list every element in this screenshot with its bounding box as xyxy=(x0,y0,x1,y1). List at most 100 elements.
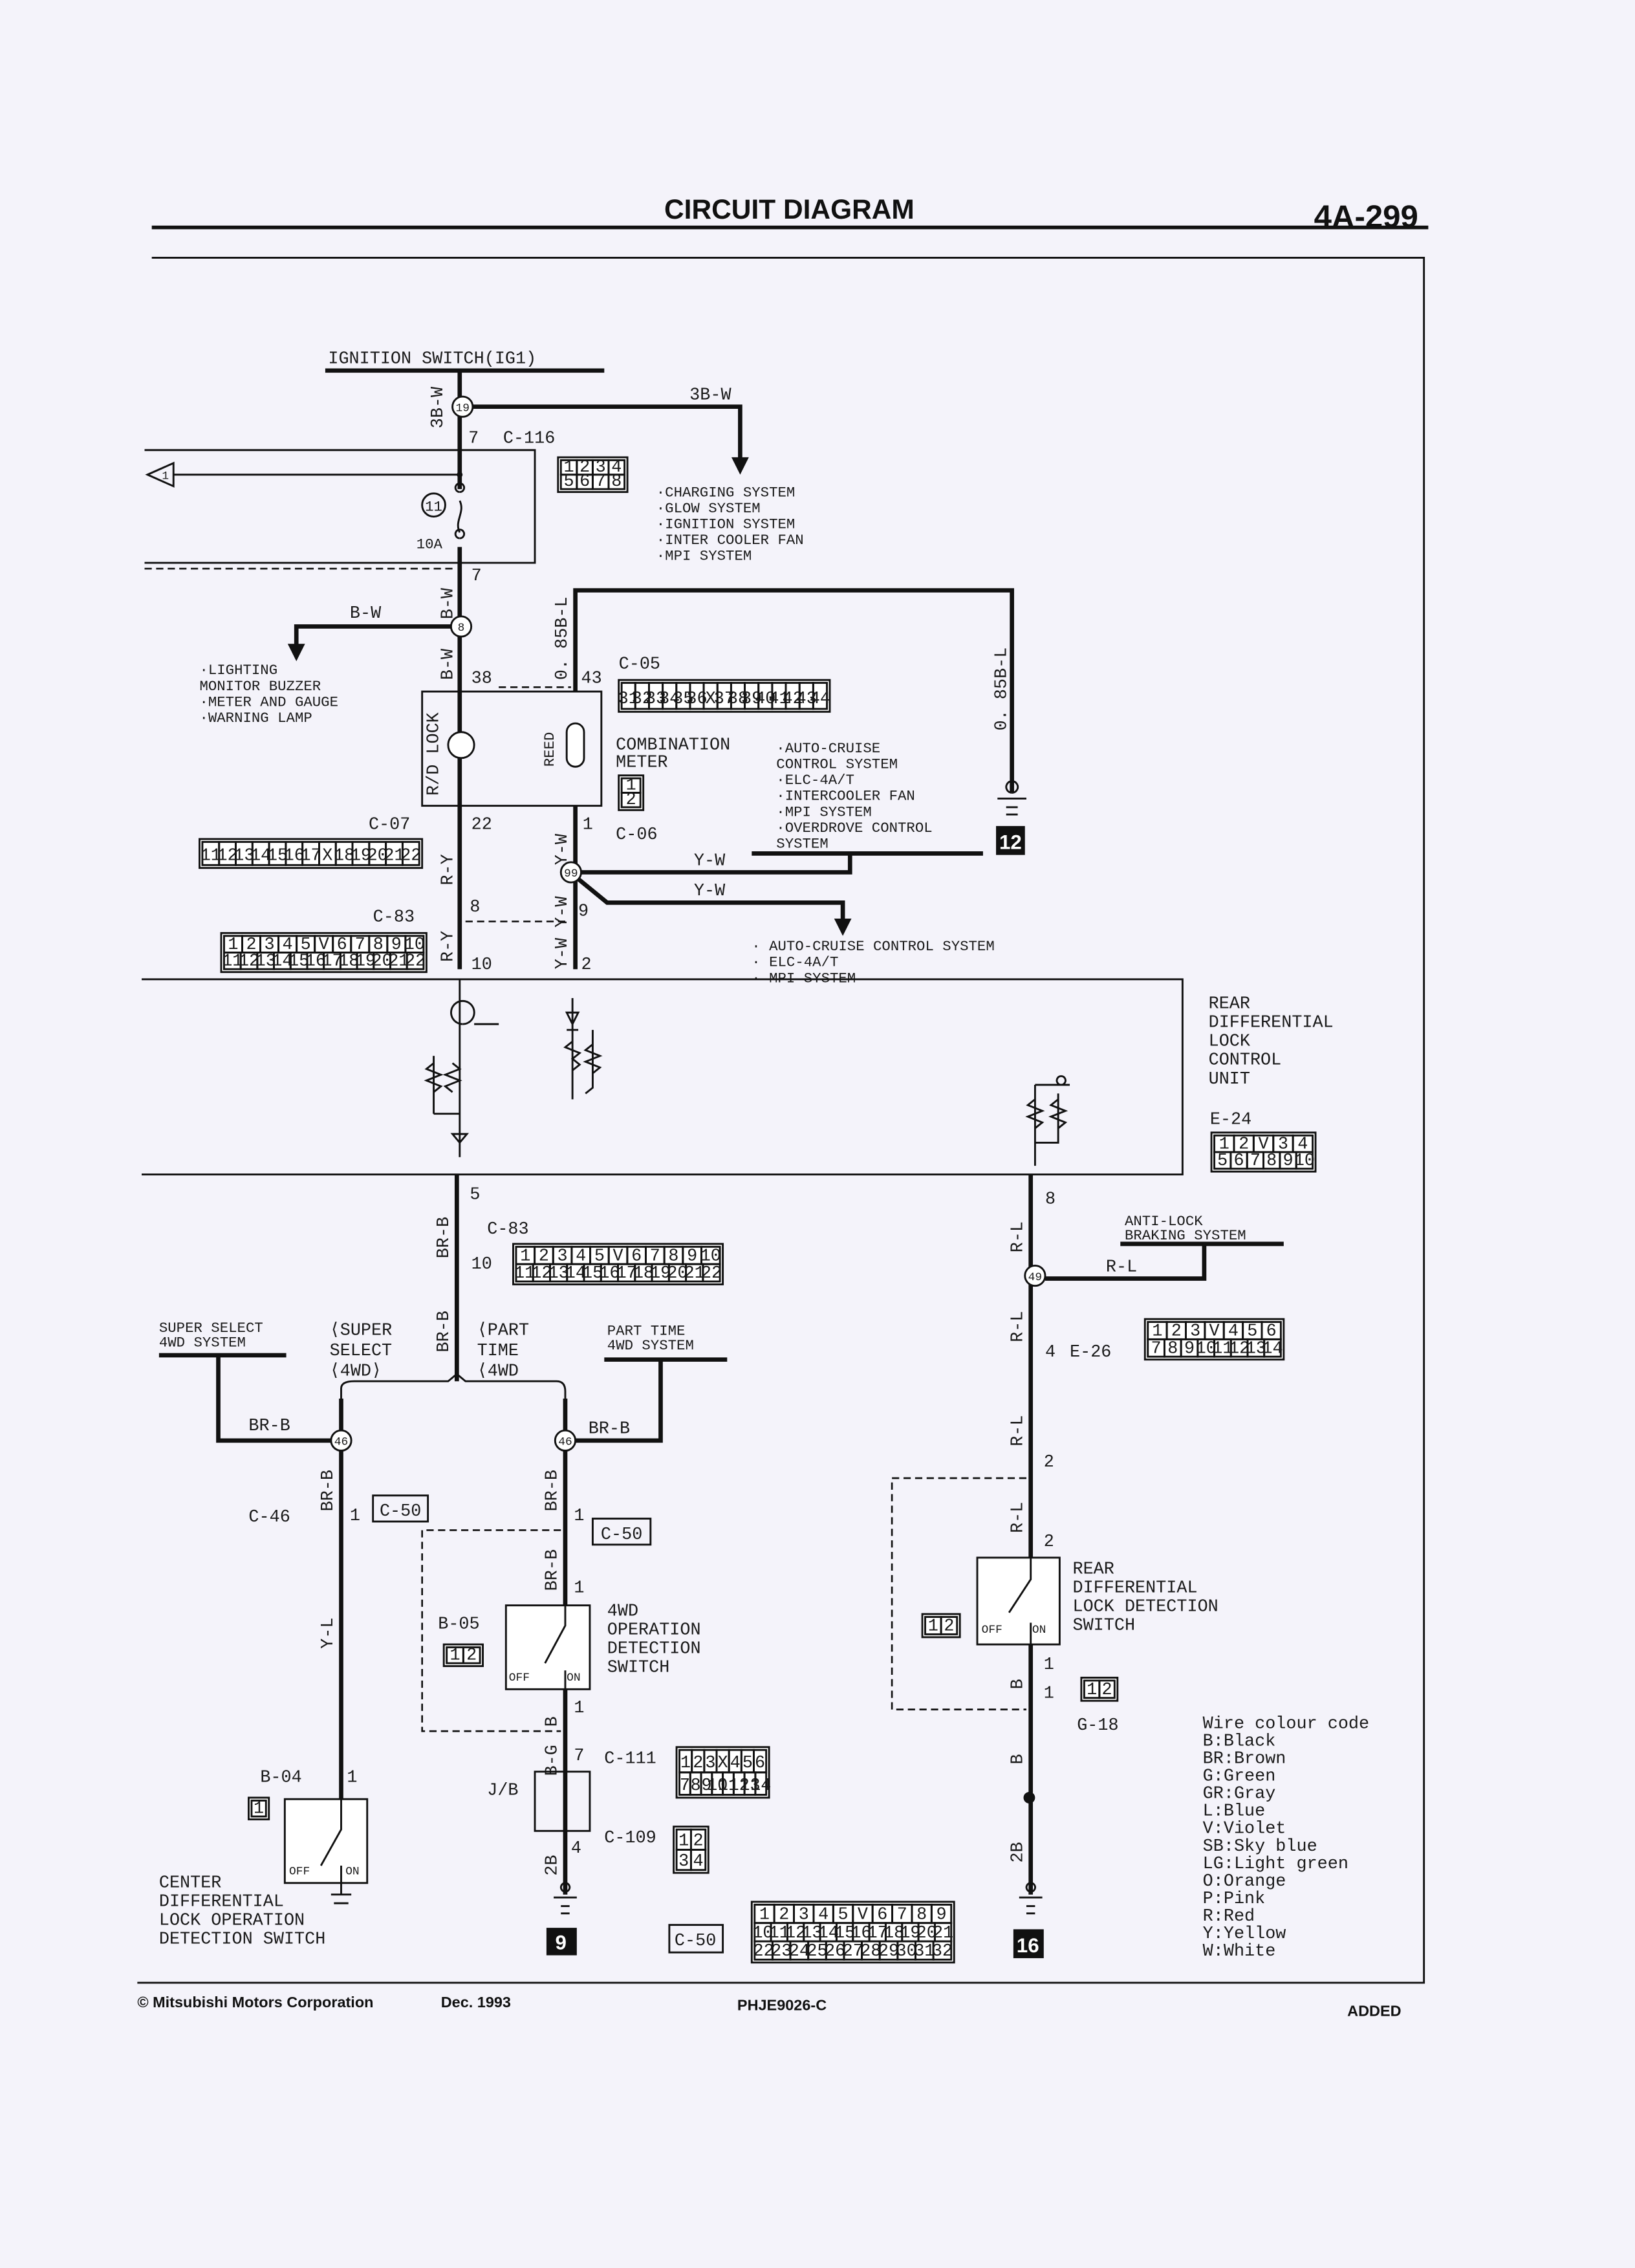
pin-number: 20 xyxy=(372,952,393,972)
connector-label-c07: C-07 xyxy=(369,815,410,834)
pin-number: 1 xyxy=(449,1646,460,1666)
component-label: LOCK OPERATION xyxy=(159,1912,305,1931)
connector-label-c50: C-50 xyxy=(601,1525,642,1545)
pin-number: 4 xyxy=(1228,1322,1239,1341)
switch-on-label: ON xyxy=(567,1672,580,1685)
ground-icon xyxy=(554,1882,577,1915)
combination-meter-box xyxy=(421,690,603,807)
pin-number: 5 xyxy=(1217,1151,1228,1171)
switch-icon xyxy=(1008,1557,1032,1645)
junction-label: 46 xyxy=(558,1436,572,1449)
pin-number: 2 xyxy=(539,1247,549,1266)
pin-number: 9 xyxy=(687,1247,697,1266)
pin-number: 21 xyxy=(384,846,404,866)
pin-number: 1 xyxy=(626,776,636,796)
pin-number: 3 xyxy=(799,1905,809,1925)
pin-number: 21 xyxy=(388,952,409,972)
pin-number: 3 xyxy=(596,458,606,477)
pin-number: 7 xyxy=(596,472,606,492)
pin-label: 1 xyxy=(574,1699,584,1718)
legend-item: BR:Brown xyxy=(1203,1750,1286,1769)
switch-off-label: OFF xyxy=(982,1624,1002,1637)
wire-label: R-L xyxy=(1008,1311,1028,1342)
pin-number: 12 xyxy=(239,952,259,972)
pin-number: 10 xyxy=(404,935,425,955)
page-title: CIRCUIT DIAGRAM xyxy=(664,194,915,224)
component-label: DIFFERENTIAL xyxy=(159,1893,284,1912)
pin-number: 14 xyxy=(272,952,292,972)
legend-item: GR:Gray xyxy=(1203,1785,1276,1804)
pin-cell xyxy=(250,1799,267,1818)
destination-text: ·MPI SYSTEM xyxy=(776,803,872,820)
component-label: LOCK xyxy=(1209,1032,1251,1052)
pin-number: 13 xyxy=(548,1264,569,1283)
arrow-down-icon xyxy=(834,918,852,936)
destination-text: ·MPI SYSTEM xyxy=(656,548,752,565)
pin-number: 8 xyxy=(668,1247,678,1266)
destination-text: ·INTER COOLER FAN xyxy=(656,532,804,549)
pin-number: 11 xyxy=(200,846,221,866)
pin-label: 2 xyxy=(1044,1453,1054,1472)
ground-number: 16 xyxy=(1017,1934,1039,1957)
wire-label: BR-B xyxy=(435,1217,454,1258)
pin-number: 28 xyxy=(860,1942,881,1961)
pin-number: 17 xyxy=(300,846,321,866)
pin-number: 14 xyxy=(750,1776,771,1796)
pin-label: 7 xyxy=(574,1747,584,1766)
wire-label: 2B xyxy=(1008,1842,1028,1862)
wire-label: R-L xyxy=(1008,1221,1028,1252)
component-label: DETECTION SWITCH xyxy=(159,1930,325,1950)
brace xyxy=(340,1373,567,1399)
wire-label: 3B-W xyxy=(689,386,731,406)
pin-number: 14 xyxy=(565,1264,586,1283)
connector-label-c50: C-50 xyxy=(675,1932,716,1951)
pin-number: 8 xyxy=(611,472,622,492)
pin-label: 38 xyxy=(471,670,492,689)
pin-number: 1 xyxy=(564,458,574,477)
variant-label: ⟨SUPER xyxy=(330,1322,393,1341)
connector-label-c83: C-83 xyxy=(487,1220,528,1239)
pin-number: 22 xyxy=(405,952,426,972)
component-label: UNIT xyxy=(1209,1070,1250,1089)
pin-number: 13 xyxy=(233,846,254,866)
pin-number: 10 xyxy=(752,1924,773,1943)
pin-label: 4 xyxy=(1045,1343,1056,1362)
pin-number: 20 xyxy=(916,1924,937,1943)
pin-number: 2 xyxy=(466,1646,477,1666)
system-label: 4WD SYSTEM xyxy=(159,1335,246,1351)
pin-number: 8 xyxy=(1167,1339,1178,1358)
pin-number: 3 xyxy=(558,1247,568,1266)
pin-number: 22 xyxy=(753,1942,774,1961)
pin-label: 1 xyxy=(350,1507,360,1526)
pin-number: 16 xyxy=(305,952,326,972)
pin-number: 2 xyxy=(779,1905,789,1925)
copyright: © Mitsubishi Motors Corporation xyxy=(137,1994,373,2011)
pin-number: 6 xyxy=(877,1905,887,1925)
pin-number: V xyxy=(1209,1322,1220,1341)
wire-label: 2B xyxy=(543,1855,563,1875)
pin-number: 9 xyxy=(937,1905,947,1925)
pin-cell xyxy=(401,841,420,866)
pin-number: 1 xyxy=(759,1905,770,1925)
pin-cell xyxy=(607,474,626,490)
wire-label: Y-W xyxy=(694,882,726,901)
wire-label: Y-L xyxy=(319,1617,338,1648)
pin-number: 3 xyxy=(678,1852,689,1871)
wire-label: Y-W Y-W xyxy=(553,896,572,970)
destination-text: ·WARNING LAMP xyxy=(199,710,312,726)
pin-cell xyxy=(1098,1679,1116,1699)
pin-number: 7 xyxy=(680,1776,690,1796)
diagram-frame xyxy=(137,257,1425,1984)
pin-number: 22 xyxy=(701,1264,722,1283)
variant-label: TIME xyxy=(477,1342,519,1361)
pin-number: V xyxy=(858,1905,868,1925)
transistor-resistor-circuit-icon xyxy=(424,979,499,1157)
pin-cell xyxy=(812,682,828,710)
pin-label: 1 xyxy=(583,815,593,834)
switch-icon xyxy=(544,1605,567,1690)
